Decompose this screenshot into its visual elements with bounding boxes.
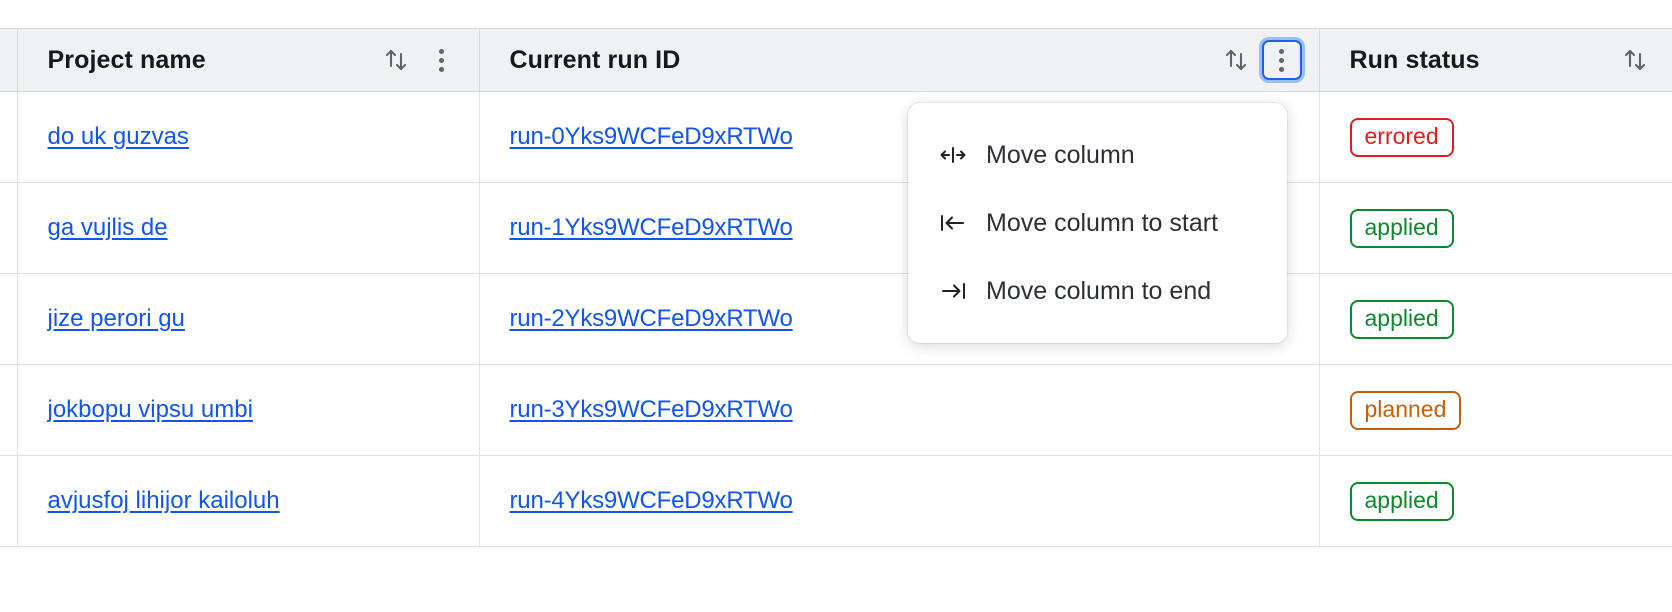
project-link[interactable]: do uk guzvas	[47, 123, 189, 150]
column-options-button-project[interactable]	[422, 40, 462, 80]
menu-item-label: Move column to end	[986, 276, 1212, 305]
sort-button-status[interactable]	[1615, 40, 1655, 80]
cell-run-status: errored	[1319, 91, 1672, 183]
cell-project-name: jize perori gu	[17, 273, 480, 365]
project-link[interactable]: jize perori gu	[47, 305, 185, 332]
status-badge: planned	[1349, 390, 1462, 430]
menu-item-move-column-to-start[interactable]: Move column to start	[908, 189, 1287, 257]
sort-icon	[1225, 49, 1246, 71]
column-header-select	[0, 28, 18, 92]
cell-run-id: run-3Yks9WCFeD9xRTWo	[479, 364, 1320, 456]
sort-icon	[1624, 49, 1645, 71]
status-badge: applied	[1349, 208, 1454, 248]
status-badge: errored	[1349, 117, 1454, 157]
project-link[interactable]: jokbopu vipsu umbi	[47, 396, 253, 423]
column-header-run-status[interactable]: Run status	[1319, 28, 1672, 92]
column-header-label-project: Project name	[47, 45, 206, 74]
status-badge: applied	[1349, 481, 1454, 521]
sort-button-project[interactable]	[376, 40, 416, 80]
table-header: Project name	[0, 28, 1672, 92]
cell-project-name: avjusfoj lihijor kailoluh	[17, 455, 480, 547]
run-link[interactable]: run-4Yks9WCFeD9xRTWo	[509, 487, 793, 514]
run-link[interactable]: run-1Yks9WCFeD9xRTWo	[509, 214, 793, 241]
table-body: do uk guzvas run-0Yks9WCFeD9xRTWo errore…	[0, 91, 1672, 547]
column-options-button-run[interactable]	[1261, 40, 1302, 80]
menu-item-move-column[interactable]: Move column	[908, 121, 1287, 189]
column-header-actions-run	[1216, 40, 1302, 80]
column-options-menu: Move column Move column to start Move co…	[908, 103, 1287, 343]
menu-item-move-column-to-end[interactable]: Move column to end	[908, 257, 1287, 325]
kebab-icon	[1279, 48, 1284, 72]
row-select-cell[interactable]	[0, 455, 18, 547]
move-column-icon	[939, 141, 967, 169]
projects-table: Project name	[0, 28, 1672, 547]
table-row: jize perori gu run-2Yks9WCFeD9xRTWo appl…	[0, 273, 1672, 365]
column-header-actions-project	[376, 40, 462, 80]
table-row: ga vujlis de run-1Yks9WCFeD9xRTWo applie…	[0, 182, 1672, 274]
row-select-cell[interactable]	[0, 364, 18, 456]
row-select-cell[interactable]	[0, 182, 18, 274]
project-link[interactable]: avjusfoj lihijor kailoluh	[47, 487, 280, 514]
table-row: jokbopu vipsu umbi run-3Yks9WCFeD9xRTWo …	[0, 364, 1672, 456]
column-header-current-run-id[interactable]: Current run ID	[479, 28, 1320, 92]
run-link[interactable]: run-3Yks9WCFeD9xRTWo	[509, 396, 793, 423]
table-header-row: Project name	[0, 28, 1672, 92]
projects-table-container: Project name	[0, 28, 1672, 547]
column-header-actions-status	[1615, 40, 1655, 80]
column-header-project-name[interactable]: Project name	[17, 28, 480, 92]
table-row: avjusfoj lihijor kailoluh run-4Yks9WCFeD…	[0, 455, 1672, 547]
cell-run-status: applied	[1319, 455, 1672, 547]
cell-run-status: applied	[1319, 273, 1672, 365]
cell-run-status: applied	[1319, 182, 1672, 274]
kebab-icon	[439, 48, 444, 72]
run-link[interactable]: run-2Yks9WCFeD9xRTWo	[509, 305, 793, 332]
move-to-start-icon	[939, 209, 967, 237]
move-to-end-icon	[939, 277, 967, 305]
cell-run-id: run-4Yks9WCFeD9xRTWo	[479, 455, 1320, 547]
cell-run-status: planned	[1319, 364, 1672, 456]
sort-button-run[interactable]	[1216, 40, 1256, 80]
column-header-label-run: Current run ID	[509, 45, 681, 74]
menu-item-label: Move column to start	[986, 208, 1219, 237]
run-link[interactable]: run-0Yks9WCFeD9xRTWo	[509, 123, 793, 150]
cell-project-name: ga vujlis de	[17, 182, 480, 274]
project-link[interactable]: ga vujlis de	[47, 214, 168, 241]
cell-project-name: jokbopu vipsu umbi	[17, 364, 480, 456]
status-badge: applied	[1349, 299, 1454, 339]
table-row: do uk guzvas run-0Yks9WCFeD9xRTWo errore…	[0, 91, 1672, 183]
row-select-cell[interactable]	[0, 91, 18, 183]
menu-item-label: Move column	[986, 140, 1135, 169]
sort-icon	[385, 49, 406, 71]
row-select-cell[interactable]	[0, 273, 18, 365]
cell-project-name: do uk guzvas	[17, 91, 480, 183]
column-header-label-status: Run status	[1349, 45, 1480, 74]
